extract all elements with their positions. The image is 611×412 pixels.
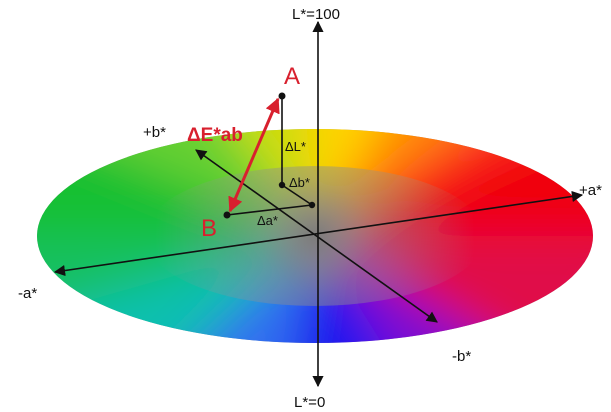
label-delta-a: Δa* xyxy=(257,213,278,228)
point-a-dot xyxy=(278,92,286,100)
point-mid-dot xyxy=(278,181,286,189)
label-delta-e: ΔE*ab xyxy=(187,125,243,146)
label-delta-b: Δb* xyxy=(289,175,310,190)
label-minus-b: -b* xyxy=(452,348,471,365)
point-b-dot xyxy=(223,211,231,219)
label-minus-a: -a* xyxy=(18,285,37,302)
label-l-top: L*=100 xyxy=(292,6,340,23)
label-point-a: A xyxy=(284,63,300,90)
point-corner-dot xyxy=(308,201,316,209)
label-plus-b: +b* xyxy=(143,124,166,141)
difference-construction xyxy=(223,92,316,219)
label-delta-l: ΔL* xyxy=(285,139,306,154)
labels: L*=100 L*=0 +a* -a* +b* -b* A B ΔE*ab ΔL… xyxy=(18,6,602,411)
label-l-bottom: L*=0 xyxy=(294,394,325,411)
delta-e-arrow xyxy=(228,97,280,213)
label-point-b: B xyxy=(201,215,217,242)
lab-color-wheel-icon xyxy=(37,129,593,343)
axes xyxy=(53,20,584,388)
label-plus-a: +a* xyxy=(579,182,602,199)
delta-b-line xyxy=(281,184,313,206)
